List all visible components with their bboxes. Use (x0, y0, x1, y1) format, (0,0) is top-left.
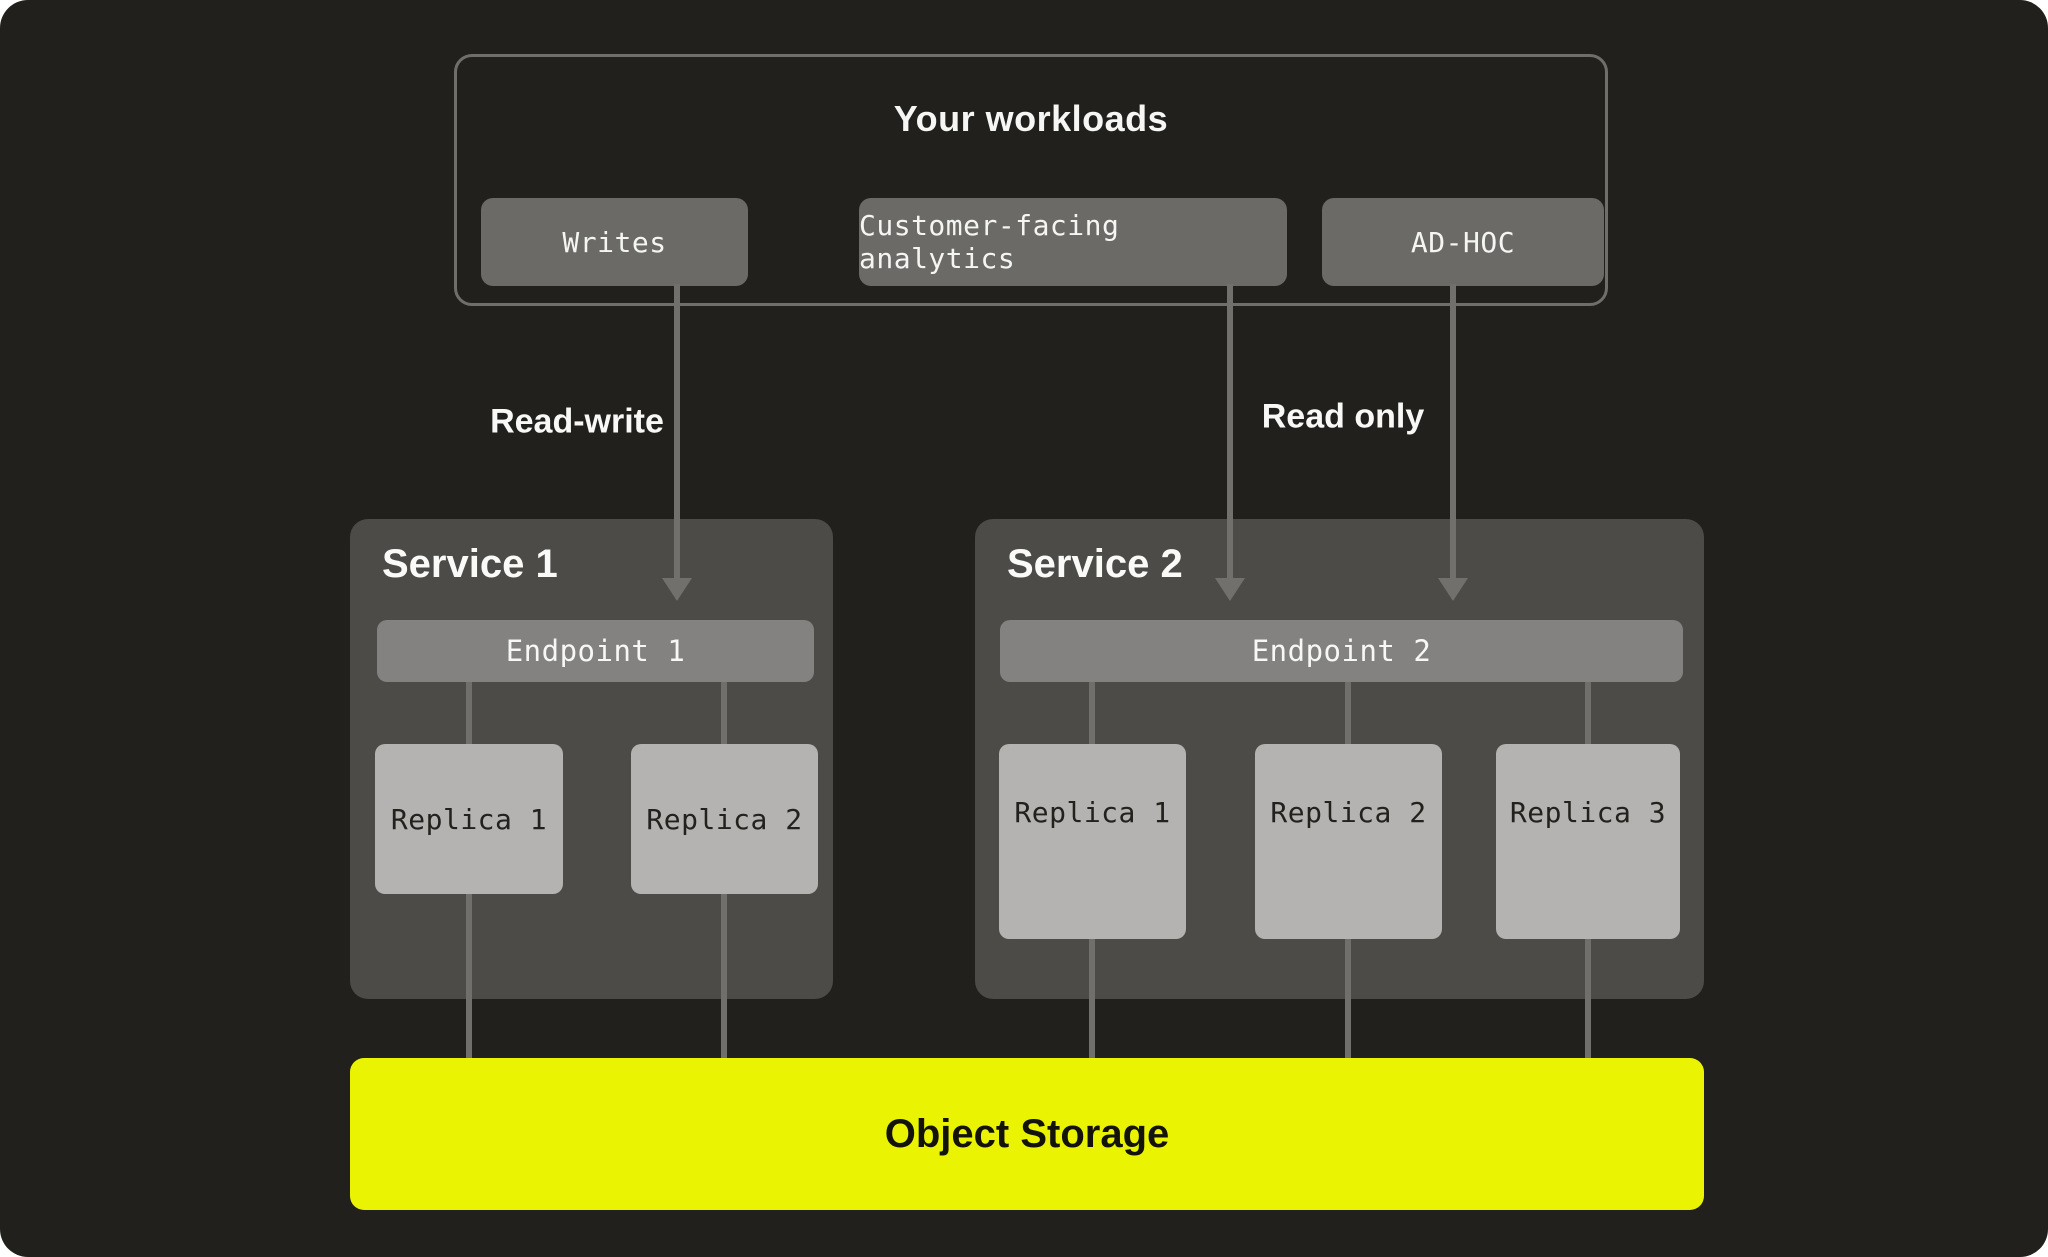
workloads-title: Your workloads (893, 98, 1169, 139)
analytics-arrowhead-icon (1215, 578, 1245, 601)
service-2-replica-1: Replica 1 (999, 744, 1186, 939)
object-storage-label: Object Storage (884, 1111, 1170, 1156)
service-2-endpoint-label: Endpoint 2 (1251, 634, 1432, 668)
workload-pill-ad-hoc: AD-HOC (1322, 198, 1604, 286)
service-2-replica-1-label: Replica 1 (1014, 796, 1171, 829)
service-1-title: Service 1 (382, 542, 558, 586)
adhoc-arrow-line (1450, 284, 1456, 578)
workloads-frame (454, 54, 1608, 306)
adhoc-arrowhead-icon (1438, 578, 1468, 601)
analytics-arrow-line (1227, 284, 1233, 578)
service-1-replica-1: Replica 1 (375, 744, 563, 894)
read-write-label: Read-write (490, 402, 664, 441)
workload-pill-customer-facing-analytics: Customer-facing analytics (859, 198, 1287, 286)
object-storage-bar: Object Storage (350, 1058, 1704, 1210)
service-2-replica-2-label: Replica 2 (1270, 796, 1427, 829)
service-1-replica-1-label: Replica 1 (390, 802, 548, 836)
workload-pill-writes-label: Writes (562, 225, 667, 259)
writes-arrow-line (674, 284, 680, 578)
workload-pill-writes: Writes (481, 198, 748, 286)
workload-pill-adhoc-label: AD-HOC (1410, 225, 1516, 259)
service-2-endpoint: Endpoint 2 (1000, 620, 1683, 682)
service-1-endpoint: Endpoint 1 (377, 620, 814, 682)
service-1-endpoint-label: Endpoint 1 (505, 634, 686, 668)
service-2-replica-3: Replica 3 (1496, 744, 1680, 939)
service-2-replica-3-label: Replica 3 (1509, 796, 1667, 829)
workload-pill-cfa-label: Customer-facing analytics (859, 209, 1120, 275)
service-1-replica-2-label: Replica 2 (646, 802, 803, 836)
service-1-replica-2: Replica 2 (631, 744, 818, 894)
read-only-label: Read only (1261, 397, 1425, 436)
service-2-replica-2: Replica 2 (1255, 744, 1442, 939)
service-2-title: Service 2 (1007, 542, 1183, 586)
writes-arrowhead-icon (662, 578, 692, 601)
